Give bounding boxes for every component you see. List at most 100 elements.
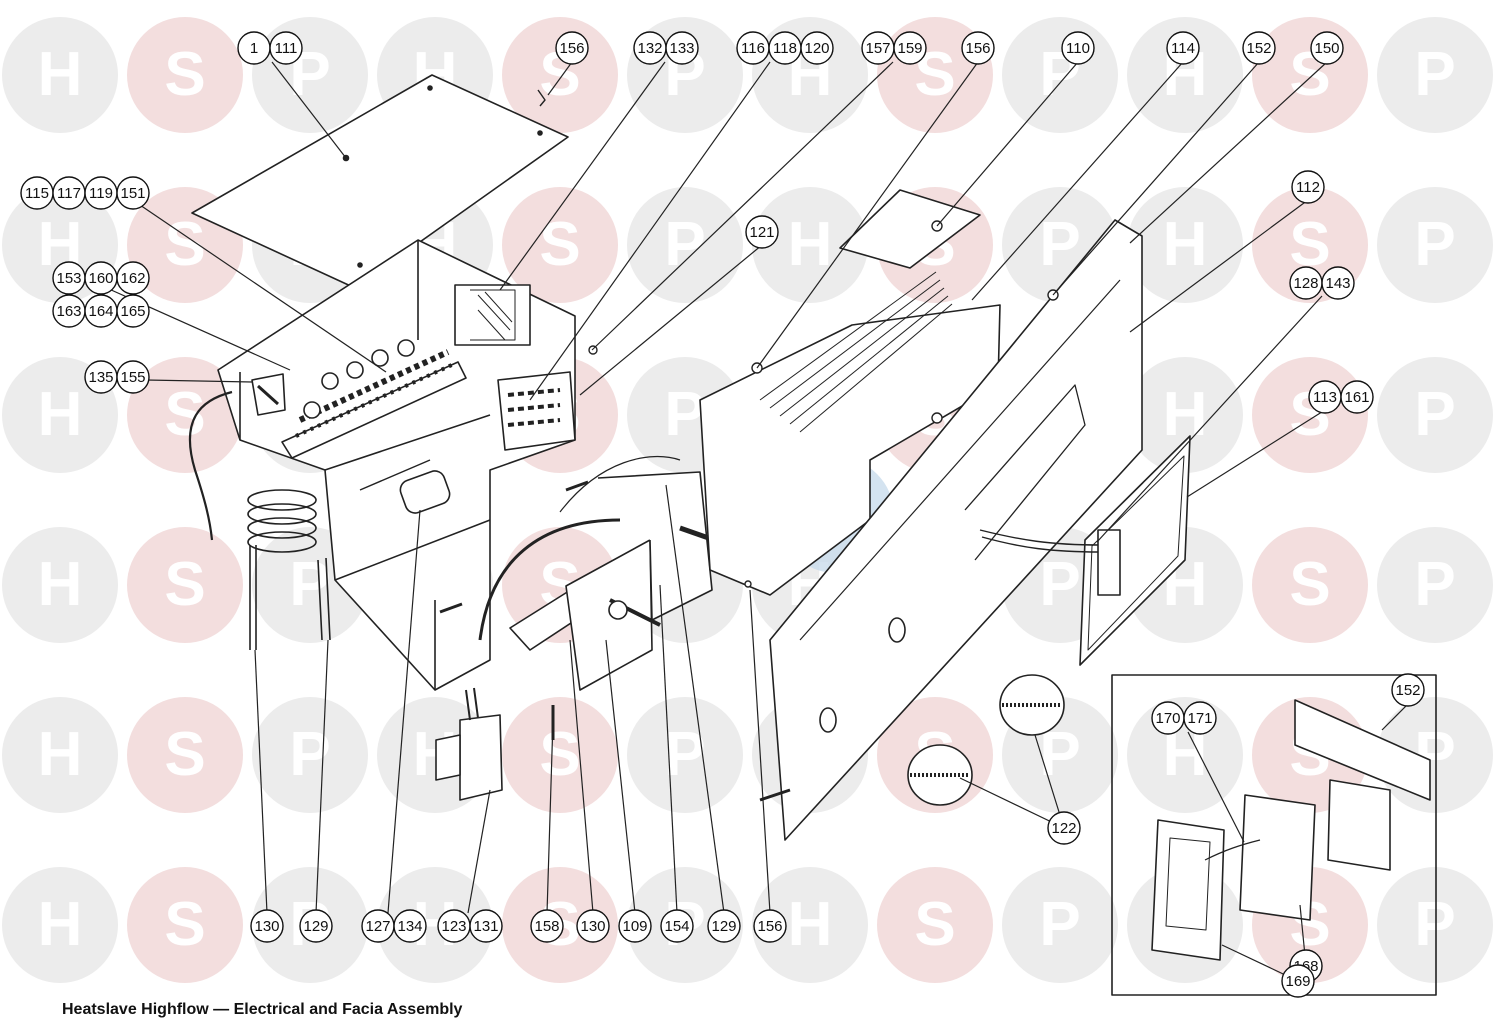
watermark-circle xyxy=(502,17,618,133)
part-number-circle xyxy=(1281,964,1315,998)
part-number: 153 xyxy=(56,270,81,287)
watermark-circle xyxy=(1252,527,1368,643)
part-number: 155 xyxy=(120,369,145,386)
part-number: 152 xyxy=(1395,682,1420,699)
watermark-letter: H xyxy=(38,550,83,619)
part-callout: 114 xyxy=(1166,31,1200,65)
watermark-circle xyxy=(127,697,243,813)
part-number-circle xyxy=(618,909,652,943)
watermark-letter: P xyxy=(289,550,330,619)
watermark-letter: S xyxy=(1289,550,1330,619)
part-number-circle xyxy=(745,215,779,249)
part-number-circle xyxy=(1166,31,1200,65)
part-number: 110 xyxy=(1066,40,1090,57)
part-number-circle xyxy=(250,909,284,943)
part-number: 127 xyxy=(365,918,390,935)
leader-lines xyxy=(99,61,1409,982)
part-number: 132 xyxy=(637,40,662,57)
part-number: 169 xyxy=(1285,973,1310,990)
part-number-circle xyxy=(707,909,741,943)
part-number-circle xyxy=(269,31,303,65)
part-number: 114 xyxy=(1171,40,1195,57)
part-callout: 170 171 xyxy=(1151,701,1217,735)
part-number-circle xyxy=(753,909,787,943)
part-callout: 110 xyxy=(1061,31,1095,65)
part-callout: 152 xyxy=(1391,673,1425,707)
watermark-letter: P xyxy=(664,380,705,449)
watermark-circle xyxy=(2,697,118,813)
watermark-letter: P xyxy=(1414,210,1455,279)
part-number-circle xyxy=(1391,673,1425,707)
part-number: 120 xyxy=(804,40,829,57)
part-number-circle xyxy=(116,294,150,328)
part-number: 170 xyxy=(1155,710,1180,727)
inset-detail-box xyxy=(1111,674,1437,996)
part-number: 129 xyxy=(711,918,736,935)
wiring-loom xyxy=(699,189,1001,596)
watermark-circle xyxy=(1377,17,1493,133)
watermark-circle xyxy=(1127,187,1243,303)
watermark-circle xyxy=(2,17,118,133)
watermark-circle xyxy=(252,697,368,813)
part-number: 171 xyxy=(1187,710,1212,727)
watermark-letter: H xyxy=(38,720,83,789)
part-number: 117 xyxy=(57,185,81,202)
watermark-letter: P xyxy=(1414,380,1455,449)
watermark-letter: H xyxy=(38,40,83,109)
watermark-letter: H xyxy=(38,890,83,959)
part-number: 152 xyxy=(1246,40,1271,57)
watermark-circle xyxy=(1377,867,1493,983)
part-number: 129 xyxy=(303,918,328,935)
part-number-circle xyxy=(1340,380,1374,414)
watermark-circle xyxy=(877,867,993,983)
part-callout: 154 xyxy=(660,909,694,943)
part-callout: 169 xyxy=(1281,964,1315,998)
watermark-letter: P xyxy=(664,720,705,789)
part-number-circle xyxy=(893,31,927,65)
watermark-circle xyxy=(1377,527,1493,643)
part-number: 123 xyxy=(441,918,466,935)
part-number: 160 xyxy=(88,270,113,287)
part-number: 128 xyxy=(1293,275,1318,292)
watermark-circle xyxy=(2,527,118,643)
part-number-circle xyxy=(660,909,694,943)
part-number: 159 xyxy=(897,40,922,57)
part-number-circle xyxy=(800,31,834,65)
part-number: 116 xyxy=(741,40,765,57)
part-number-circle xyxy=(393,909,427,943)
watermark-circle xyxy=(1002,867,1118,983)
part-number-circle xyxy=(116,176,150,210)
part-callout: 150 xyxy=(1310,31,1344,65)
part-callout: 156 xyxy=(555,31,589,65)
part-number: 156 xyxy=(559,40,584,57)
watermark-circle xyxy=(627,187,743,303)
part-number: 1 xyxy=(250,40,258,57)
pcb-board xyxy=(435,687,503,801)
watermark-letter: P xyxy=(1039,890,1080,959)
part-number-circle xyxy=(1047,811,1081,845)
watermark-circle xyxy=(752,867,868,983)
part-number-circle xyxy=(1310,31,1344,65)
part-callout: 112 xyxy=(1291,170,1325,204)
part-number-circle xyxy=(1061,31,1095,65)
watermark-circle xyxy=(1377,187,1493,303)
watermark-circle xyxy=(127,527,243,643)
watermark-circle xyxy=(502,187,618,303)
watermark-circle xyxy=(127,17,243,133)
part-number: 130 xyxy=(254,918,279,935)
watermark-circle xyxy=(127,867,243,983)
part-callout: 109 xyxy=(618,909,652,943)
cover-plate xyxy=(191,74,569,289)
watermark-circle xyxy=(1252,357,1368,473)
part-number: 111 xyxy=(275,40,298,57)
lens-frame xyxy=(979,435,1191,666)
part-number: 113 xyxy=(1313,389,1337,406)
